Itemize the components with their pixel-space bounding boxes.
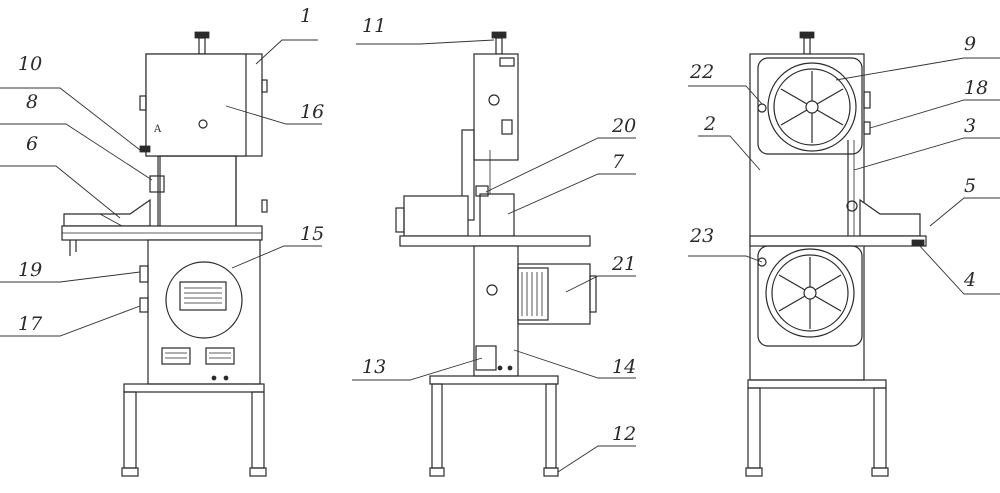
callout-3: 3 <box>964 115 976 137</box>
bolt-18 <box>863 121 871 135</box>
vent-grille-round <box>179 281 227 311</box>
callout-4: 4 <box>963 269 976 291</box>
vent-grilles-lower <box>161 347 235 365</box>
work-table-rear <box>749 235 927 247</box>
work-table-side <box>399 235 591 247</box>
upper-door-16 <box>145 53 247 157</box>
lower-wheel <box>765 248 855 338</box>
leader-lines <box>0 39 1000 473</box>
tension-knob-rear <box>799 31 815 55</box>
callout-21: 21 <box>611 253 636 275</box>
callout-13: 13 <box>362 356 386 378</box>
callout-7: 7 <box>612 151 625 173</box>
callout-11: 11 <box>362 15 386 37</box>
callout-17: 17 <box>18 313 43 335</box>
callout-9: 9 <box>964 33 976 55</box>
callout-19: 19 <box>18 259 42 281</box>
lower-wheel-chamber <box>757 245 863 347</box>
callout-18: 18 <box>964 77 988 99</box>
motor-21 <box>517 263 597 325</box>
callout-8: 8 <box>26 91 38 113</box>
callout-20: 20 <box>611 115 636 137</box>
callout-12: 12 <box>612 423 636 445</box>
callout-23: 23 <box>689 225 714 247</box>
pusher-side <box>403 195 469 237</box>
upper-wheel-9 <box>767 62 857 152</box>
stand-front <box>121 383 267 477</box>
callout-6: 6 <box>26 133 38 155</box>
side-latch-upper <box>139 95 147 111</box>
switch-19 <box>139 265 149 283</box>
door-knob <box>198 119 208 129</box>
stand-side <box>429 375 559 477</box>
adjuster-23 <box>757 257 767 267</box>
pusher-5 <box>859 198 921 237</box>
callout-22: 22 <box>689 61 714 83</box>
callout-15: 15 <box>300 223 324 245</box>
pusher-6 <box>63 198 151 227</box>
callout-10: 10 <box>18 53 42 75</box>
upper-column-side <box>473 53 519 161</box>
callout-5: 5 <box>964 175 976 197</box>
tension-knob-front <box>194 31 210 55</box>
front-view: A <box>61 31 268 477</box>
panel-marking: A <box>153 124 162 135</box>
rear-view <box>745 31 927 477</box>
callout-14: 14 <box>612 356 636 378</box>
frame-2 <box>749 53 865 381</box>
switch-17 <box>139 297 149 313</box>
motor-cover <box>165 261 243 339</box>
callout-16: 16 <box>300 101 324 123</box>
guide-7 <box>479 193 515 237</box>
part-13 <box>475 345 497 371</box>
table-stop-4 <box>911 239 925 247</box>
callout-1: 1 <box>300 5 312 27</box>
callout-2: 2 <box>703 113 716 135</box>
side-view <box>395 31 597 477</box>
foot-12 <box>543 467 559 477</box>
tension-knob-side <box>491 31 507 55</box>
stand-rear <box>745 379 889 477</box>
